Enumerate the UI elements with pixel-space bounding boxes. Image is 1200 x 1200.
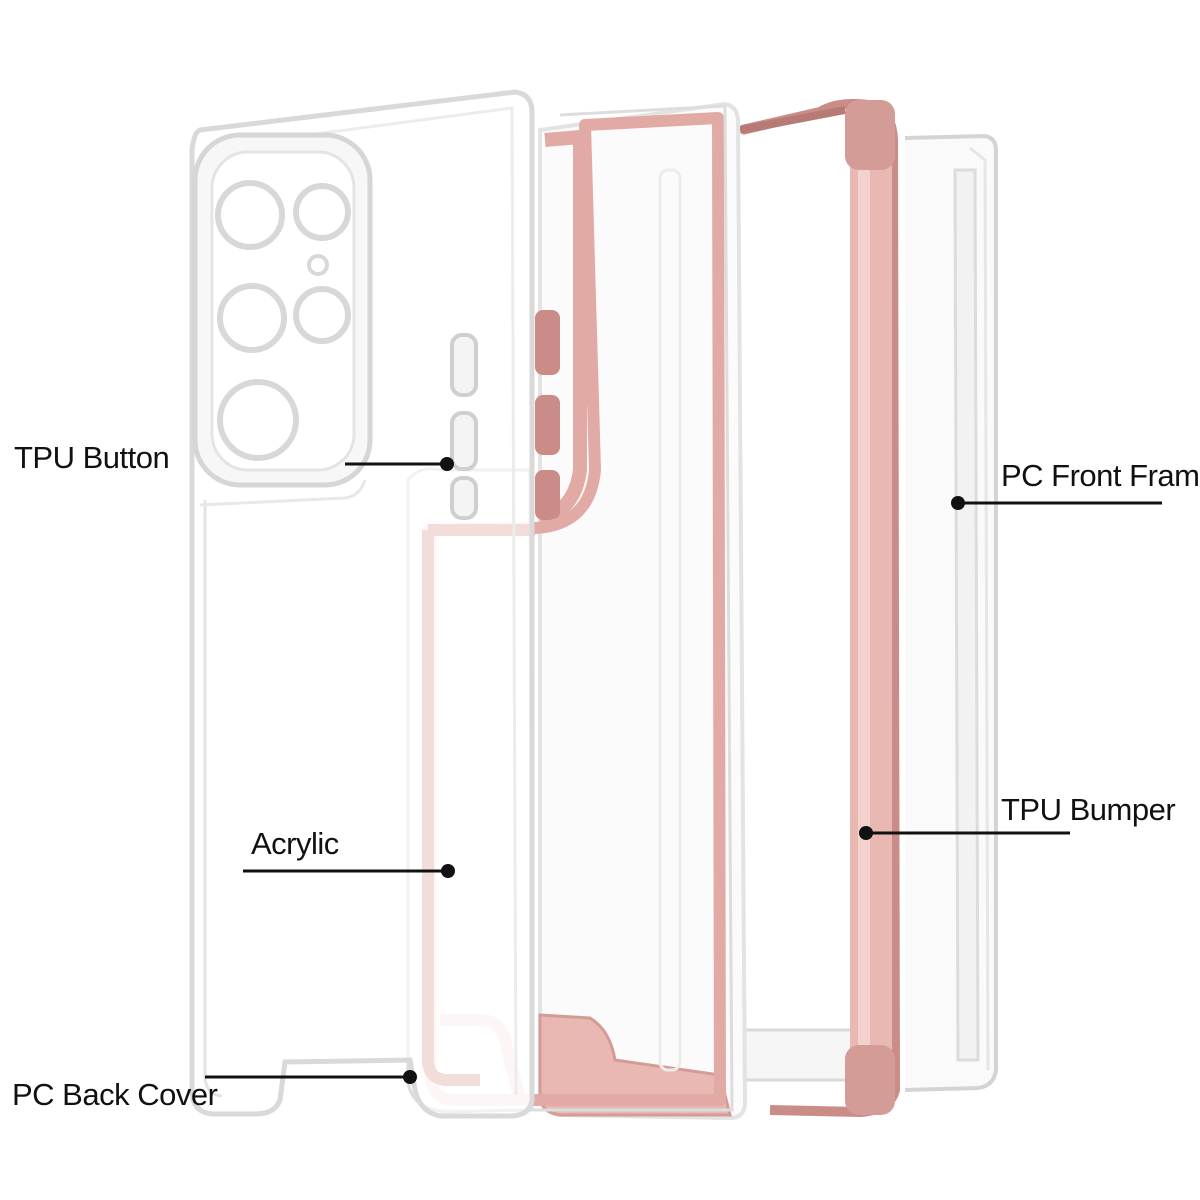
- label-tpu-button: TPU Button: [14, 440, 170, 475]
- callout-acrylic-dot: [441, 864, 455, 878]
- label-pc-back-cover: PC Back Cover: [12, 1077, 218, 1112]
- callout-tpu-button-dot: [440, 457, 454, 471]
- tpu-bumper: [739, 99, 901, 1118]
- tpu-buttons: [450, 333, 478, 520]
- pc-front-frame: [733, 133, 998, 1092]
- callout-tpu-bumper-dot: [859, 826, 873, 840]
- label-pc-front-frame: PC Front Frame: [1001, 458, 1200, 493]
- callouts: [205, 457, 1162, 1084]
- callout-pc-back-cover-dot: [403, 1070, 417, 1084]
- callout-pc-front-frame-dot: [951, 496, 965, 510]
- label-tpu-bumper: TPU Bumper: [1001, 792, 1176, 827]
- camera-island: [192, 132, 373, 488]
- label-acrylic: Acrylic: [251, 826, 339, 861]
